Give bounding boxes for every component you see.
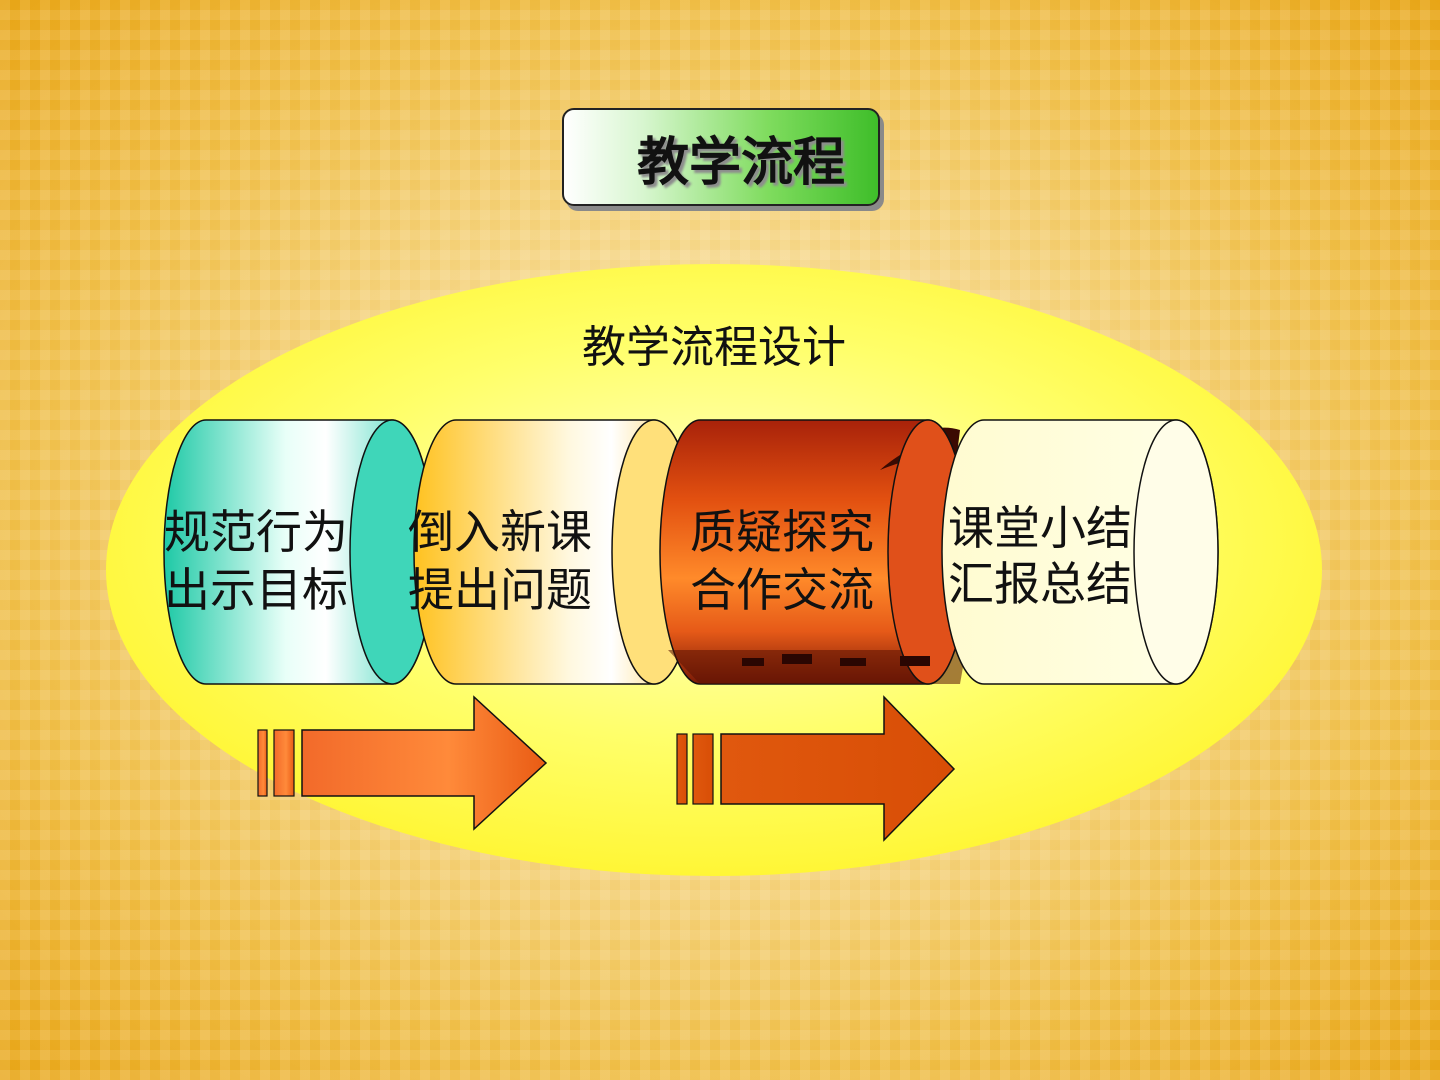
- step-4-cap: [1133, 419, 1219, 685]
- step-2-line1: 倒入新课: [408, 505, 592, 559]
- step-1: [163, 419, 435, 685]
- hut-4: [900, 656, 930, 666]
- step-3-line1: 质疑探究: [690, 505, 874, 559]
- arrow-2-stripe-a: [676, 733, 688, 805]
- step-4-line1: 课堂小结: [948, 501, 1132, 555]
- arrow-1: [257, 695, 548, 831]
- slide-title: 教学流程: [636, 132, 845, 193]
- step-4-line2: 汇报总结: [948, 557, 1132, 611]
- diagram-subtitle: 教学流程设计: [582, 322, 846, 373]
- step-4: [941, 419, 1219, 685]
- step-1-line1: 规范行为: [164, 505, 348, 559]
- hut-2: [782, 654, 812, 664]
- step-2-line2: 提出问题: [408, 563, 592, 617]
- step-1-line2: 出示目标: [164, 563, 348, 617]
- hut-3: [840, 658, 866, 666]
- arrow-1-stripe-a: [257, 729, 268, 797]
- arrow-2-stripe-b: [692, 733, 714, 805]
- arrow-2-body: [720, 695, 956, 842]
- arrow-1-body: [301, 695, 548, 831]
- title-box: 教学流程: [562, 108, 880, 206]
- hut-1: [742, 658, 764, 666]
- step-3-line2: 合作交流: [690, 563, 874, 617]
- arrow-2: [676, 695, 956, 842]
- arrow-1-stripe-b: [273, 729, 295, 797]
